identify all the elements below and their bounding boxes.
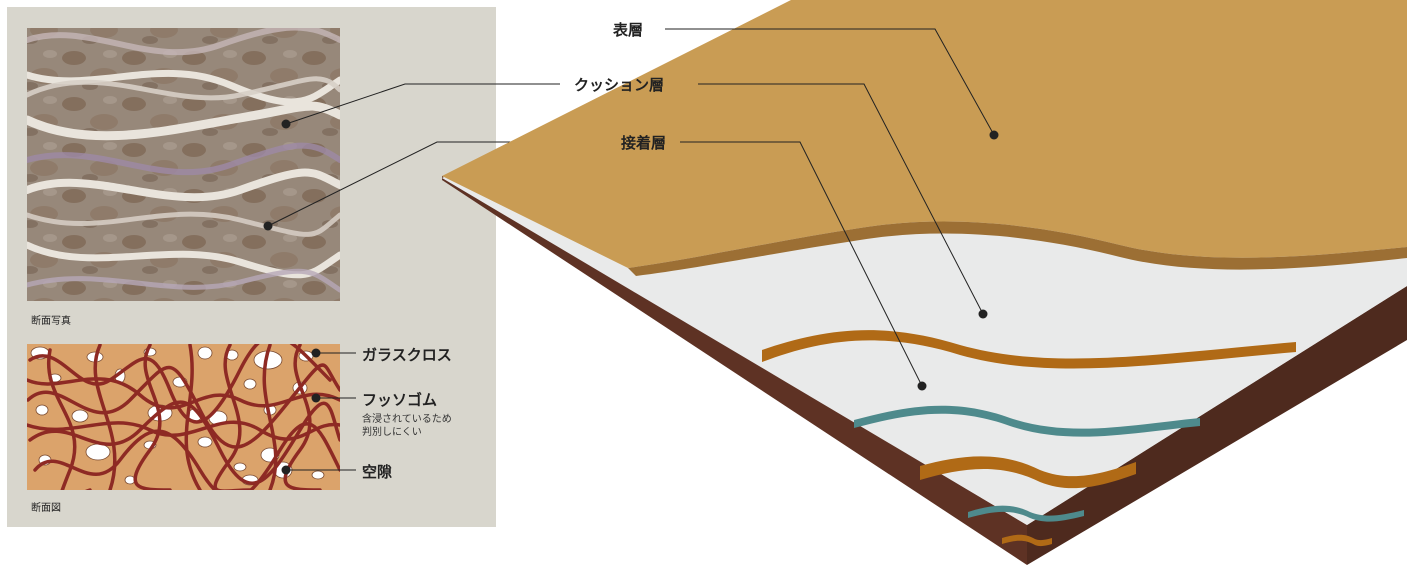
leader-cushion-layer [698, 83, 984, 315]
marker-photo-cushion [281, 119, 291, 129]
marker-surface-layer [989, 130, 999, 140]
glass-cloth-label: ガラスクロス [362, 346, 452, 364]
slab-front-side [442, 176, 1027, 565]
marker-adhesive-layer [917, 381, 927, 391]
adhesive-band-5 [1002, 534, 1052, 547]
surface-layer-label: 表層 [613, 21, 644, 39]
leader-adhesive-layer [680, 141, 923, 387]
marker-fluororubber [311, 393, 321, 403]
adhesive-band-3 [920, 456, 1136, 489]
cross-section-photo [27, 28, 340, 301]
surface-layer [442, 0, 1407, 268]
fluororubber-label: フッソゴム [362, 391, 438, 409]
layer-slab [442, 0, 1407, 565]
void-label: 空隙 [362, 463, 393, 481]
marker-cushion-layer [978, 309, 988, 319]
adhesive-band-2 [854, 405, 1200, 437]
slab-right-side [1027, 286, 1407, 565]
adhesive-band-1 [762, 330, 1296, 369]
leader-cushion-photo [285, 83, 560, 125]
fluororubber-note-line-2: 判別しにくい [362, 427, 422, 438]
diagram-caption: 断面図 [31, 503, 61, 514]
fluororubber-note-line-1: 含浸されているため [362, 414, 452, 425]
adhesive-layer-label: 接着層 [621, 134, 667, 152]
leader-surface-layer [665, 28, 995, 136]
marker-photo-adhesive [263, 221, 273, 231]
marker-void [281, 465, 291, 475]
adhesive-band-4 [968, 505, 1084, 522]
photo-caption: 断面写真 [31, 316, 71, 327]
marker-glass-cloth [311, 348, 321, 358]
cushion-layer-label: クッション層 [574, 76, 665, 94]
cross-section-diagram [27, 344, 340, 490]
surface-layer-edge [628, 221, 1407, 276]
